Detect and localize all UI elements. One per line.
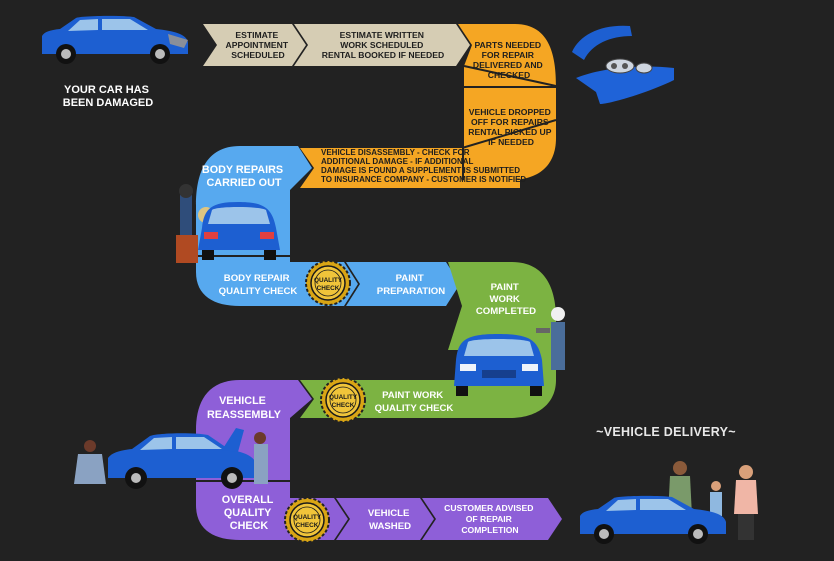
- mechanic-icon: [74, 440, 106, 484]
- label-paint-work-quality-check: PAINT WORK QUALITY CHECK: [375, 390, 454, 414]
- label-vehicle-dropped-off: VEHICLE DROPPED OFF FOR REPAIRS RENTAL P…: [468, 107, 553, 147]
- repair-car-rear-icon: [198, 202, 280, 260]
- intro-label: YOUR CAR HAS BEEN DAMAGED: [63, 84, 154, 109]
- label-estimate-written: ESTIMATE WRITTEN WORK SCHEDULED RENTAL B…: [322, 30, 444, 60]
- step-estimate-appointment: [203, 24, 306, 66]
- painter-icon: [536, 307, 565, 370]
- reassembly-car-icon: [108, 428, 256, 489]
- label-vehicle-reassembly: VEHICLE REASSEMBLY: [207, 395, 282, 421]
- step-paint-preparation: [346, 262, 460, 306]
- paint-car-front-icon: [454, 334, 544, 396]
- label-estimate-appointment: ESTIMATE APPOINTMENT SCHEDULED: [226, 30, 291, 60]
- label-vehicle-washed: VEHICLE WASHED: [368, 508, 412, 532]
- damaged-car-icon: [42, 15, 188, 64]
- bumper-parts-icon: [572, 25, 674, 104]
- label-paint-work-completed: PAINT WORK COMPLETED: [476, 282, 536, 317]
- step-estimate-written: [294, 24, 470, 66]
- mechanic-hood-icon: [254, 432, 268, 484]
- delivery-label: ~VEHICLE DELIVERY~: [596, 425, 736, 439]
- label-body-repairs: BODY REPAIRS CARRIED OUT: [202, 164, 286, 189]
- label-vehicle-disassembly: VEHICLE DISASSEMBLY - CHECK FOR ADDITION…: [321, 148, 526, 184]
- label-overall-quality-check: OVERALL QUALITY CHECK: [222, 494, 276, 532]
- label-parts-needed: PARTS NEEDED FOR REPAIR DELIVERED AND CH…: [473, 40, 545, 80]
- label-paint-preparation: PAINT PREPARATION: [377, 273, 445, 297]
- step-vehicle-disassembly: [300, 148, 520, 188]
- delivered-car-icon: [580, 495, 726, 544]
- label-customer-advised: CUSTOMER ADVISED OF REPAIR COMPLETION: [444, 503, 536, 535]
- family-icon: [668, 461, 758, 540]
- step-customer-advised: [422, 498, 562, 540]
- step-vehicle-washed: [336, 498, 434, 540]
- label-body-repair-quality-check: BODY REPAIR QUALITY CHECK: [219, 273, 298, 297]
